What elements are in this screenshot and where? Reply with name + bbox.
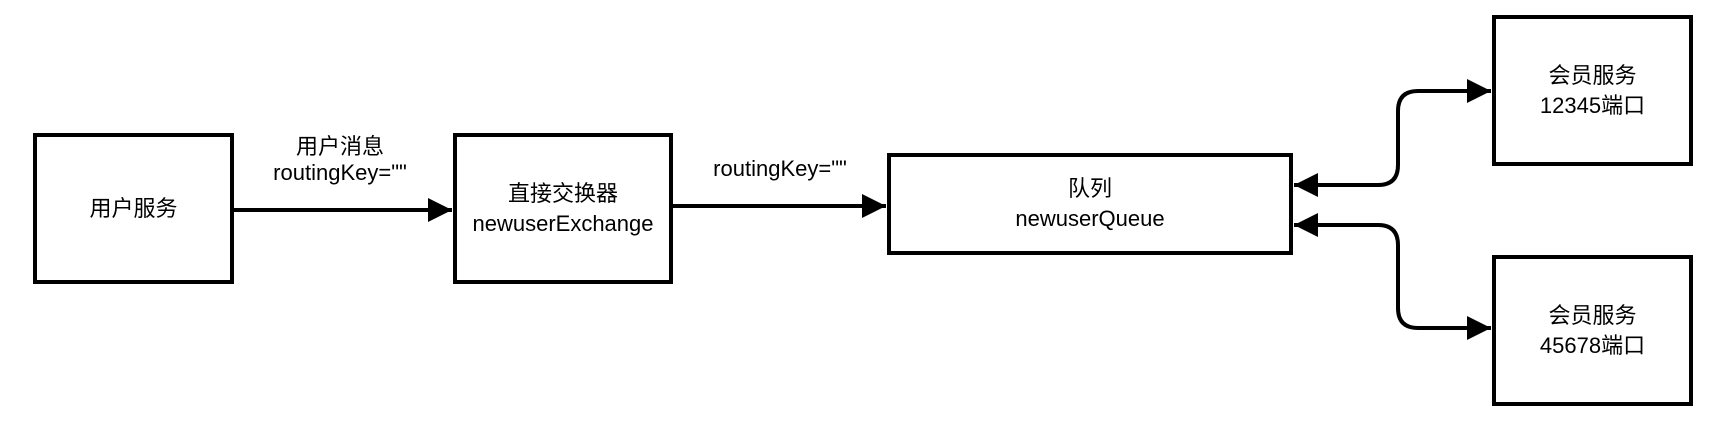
connector-queue-member-service-2 [1294,213,1491,340]
node-queue-type: 队列 [1067,176,1112,201]
node-direct-exchange-name: newuserExchange [472,210,654,236]
node-member-service-1: 会员服务 12345端口 [1492,15,1693,166]
node-member-service-1-port: 12345端口 [1539,92,1646,118]
edge-label-routing-key-1: routingKey="" [273,160,407,185]
edge-label-exchange-to-queue: routingKey="" [672,156,888,182]
node-user-service-label: 用户服务 [89,195,178,221]
node-member-service-2-label: 会员服务 [1548,302,1637,328]
connector-queue-member-service-1 [1294,79,1491,197]
node-member-service-1-label: 会员服务 [1548,62,1637,88]
node-queue-name: newuserQueue [1015,206,1165,231]
edge-label-user-message: 用户消息 [295,134,384,159]
node-user-service: 用户服务 [33,133,234,284]
node-member-service-2-port: 45678端口 [1539,332,1646,358]
node-queue: 队列 newuserQueue [887,153,1293,255]
edge-label-routing-key-2: routingKey="" [713,156,847,181]
node-member-service-2: 会员服务 45678端口 [1492,255,1693,406]
node-direct-exchange-type: 直接交换器 [507,180,618,206]
node-direct-exchange: 直接交换器 newuserExchange [453,133,673,284]
edge-label-user-to-exchange: 用户消息 routingKey="" [240,134,440,186]
